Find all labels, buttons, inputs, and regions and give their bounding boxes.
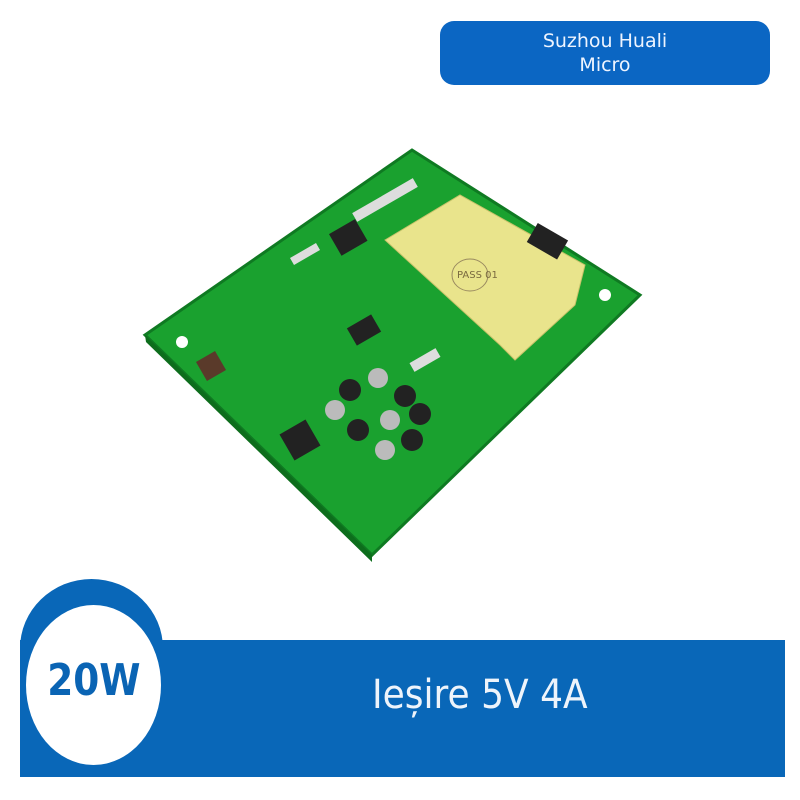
pcb-board-edge [145,335,372,562]
transformer-label-text: PASS 01 [457,270,498,281]
output-spec: Ieșire 5V 4A [372,672,588,718]
brand-line-2: Micro [579,54,631,76]
transformer [384,194,586,361]
mount-hole [176,336,188,348]
solder-pads [325,368,431,460]
mount-hole [599,289,611,301]
chip [526,222,569,260]
chip [279,419,321,461]
power-rating: 20W [46,654,141,706]
chip [329,219,368,256]
transformer-label [451,258,489,292]
pcb-board [142,148,643,558]
chip [346,314,382,346]
capacitor [195,350,227,382]
small-components [290,178,441,372]
power-badge: 20W [26,605,161,765]
brand-line-1: Suzhou Huali [542,30,668,52]
brand-badge: Suzhou Huali Micro [440,21,770,85]
